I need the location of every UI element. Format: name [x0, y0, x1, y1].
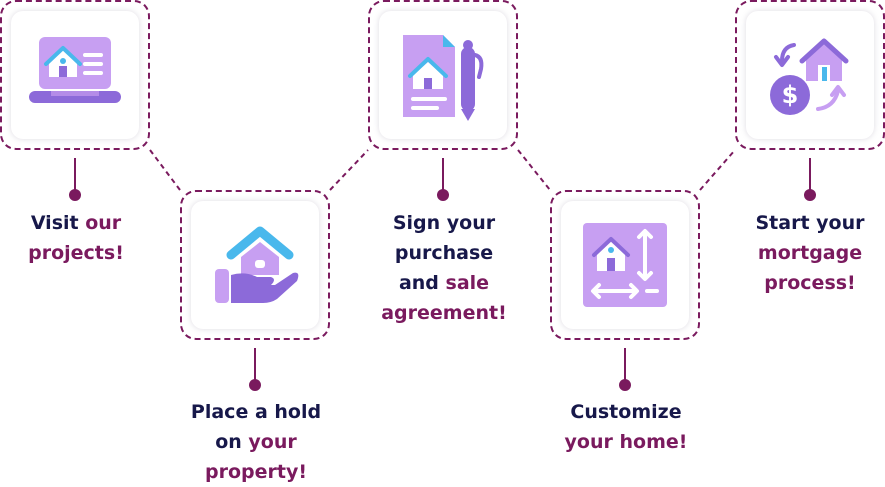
- step-5-dot: [804, 189, 816, 201]
- step-1-card: [0, 0, 150, 150]
- step-2-stem: [254, 348, 256, 380]
- connector-line: [517, 149, 551, 191]
- step-2-line-2: on your: [215, 431, 297, 453]
- svg-text:$: $: [782, 81, 799, 109]
- step-2-line-1: Place a hold: [190, 401, 322, 423]
- step-3-label: Sign your purchase and sale agreement!: [359, 208, 529, 328]
- step-4-label: Customize your home!: [541, 397, 711, 457]
- step-5-stem: [809, 158, 811, 190]
- step-3-line-4: agreement!: [381, 302, 507, 324]
- step-5-line-3: process!: [764, 272, 856, 294]
- step-3-stem: [442, 158, 444, 190]
- step-5-line-2: mortgage: [757, 242, 863, 264]
- connector-line: [149, 149, 181, 191]
- step-2-label: Place a hold on your property!: [171, 397, 341, 487]
- step-4-card: [550, 190, 700, 340]
- step-1-stem: [74, 158, 76, 190]
- step-5-card: $: [735, 0, 885, 150]
- step-4-line-1: Customize: [570, 401, 682, 423]
- step-2-line-3: property!: [204, 461, 307, 483]
- step-3-line-1: Sign your: [392, 212, 496, 234]
- step-4-dot: [619, 379, 631, 391]
- connector-line: [699, 149, 736, 191]
- step-3-card: [368, 0, 518, 150]
- document-pen-icon: [403, 35, 484, 121]
- step-5-line-1: Start your: [755, 212, 865, 234]
- step-2-card: [180, 190, 330, 340]
- step-1-dot: [69, 189, 81, 201]
- step-3-line-3: and sale: [398, 272, 490, 294]
- step-3-line-2: purchase: [394, 242, 494, 264]
- step-1-label: Visit our projects!: [0, 208, 161, 268]
- step-4-line-2: your home!: [564, 431, 688, 453]
- step-1-line-1: Visit our: [30, 212, 122, 234]
- step-1-line-2: projects!: [28, 242, 124, 264]
- laptop-house-icon: [29, 37, 121, 103]
- step-2-dot: [249, 379, 261, 391]
- step-4-stem: [624, 348, 626, 380]
- step-3-dot: [437, 189, 449, 201]
- blueprint-house-icon: [583, 223, 667, 307]
- step-5-label: Start your mortgage process!: [725, 208, 885, 298]
- connector-line: [329, 149, 369, 191]
- mortgage-cycle-icon: $: [770, 38, 849, 115]
- hand-house-icon: [215, 226, 299, 303]
